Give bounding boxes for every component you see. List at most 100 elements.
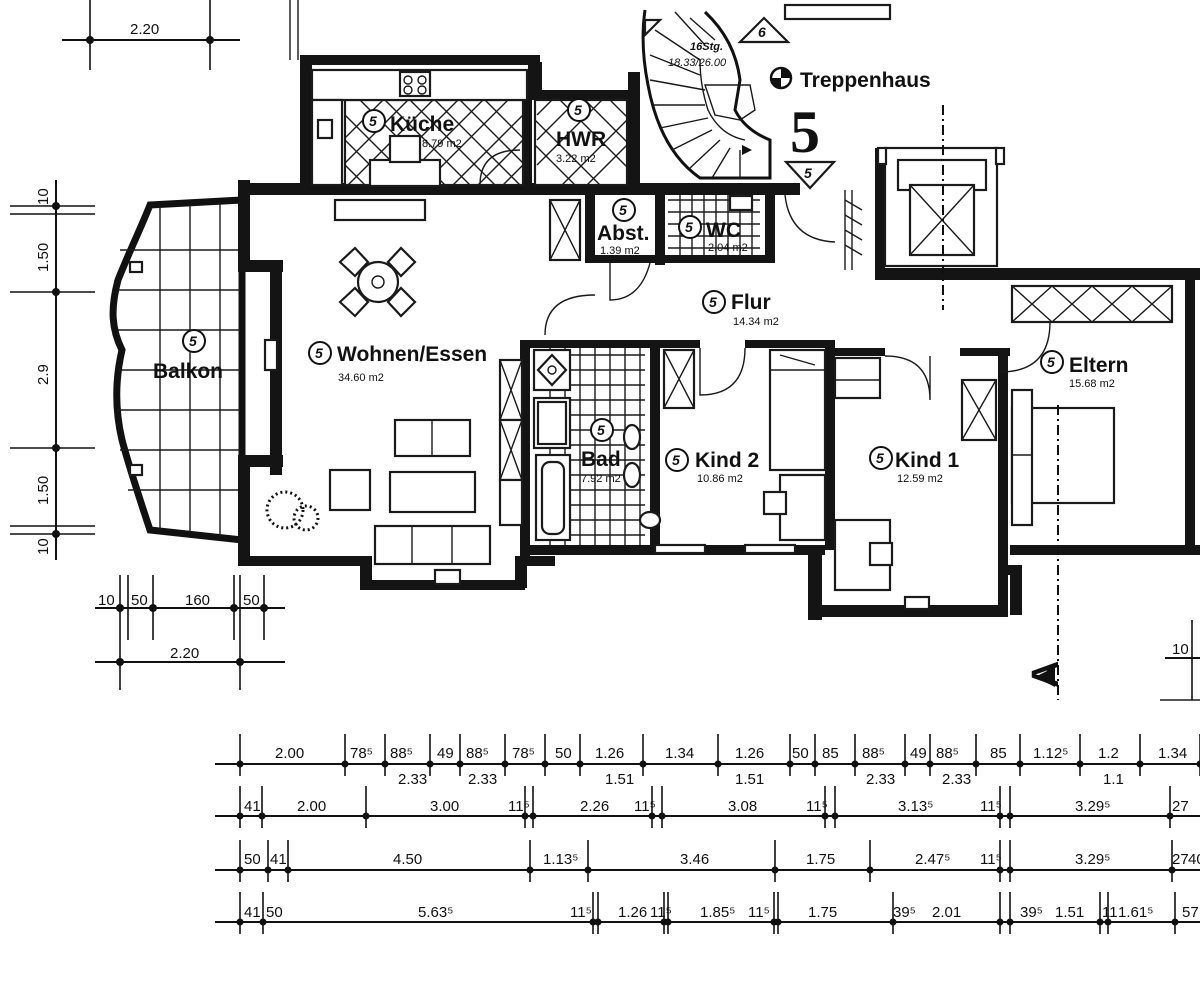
dim-dot	[658, 812, 666, 820]
dim-label: 1.75	[808, 904, 837, 921]
section-mark-a: A	[1025, 661, 1067, 688]
room-area-abst: 1.39 m2	[600, 245, 640, 257]
room-name-balkon: Balkon	[153, 360, 223, 383]
left-bottom-dimensions: 10 50 160 50 2.20	[95, 575, 285, 690]
dim-label: 3.08	[728, 798, 757, 815]
dim-dot	[529, 812, 537, 820]
dim-label: 2.33	[942, 771, 971, 788]
dim-dot	[1168, 866, 1176, 874]
abstellraum: 5 Abst. 1.39 m2	[548, 198, 651, 301]
dim-label: 2.00	[297, 798, 326, 815]
dim-label: 3.13⁵	[898, 798, 933, 815]
eltern: 5 Eltern 15.68 m2	[999, 284, 1174, 700]
room-name-bad: Bad	[581, 448, 621, 471]
dim-label: 1.50	[35, 243, 52, 272]
dim-label: 2.01	[932, 904, 961, 921]
dim-label: 1.26	[735, 745, 764, 762]
dim-dot	[1016, 760, 1024, 768]
room-marker: 5	[672, 452, 680, 468]
dim-label: 3.29⁵	[1075, 851, 1110, 868]
dim-label: 2.33	[866, 771, 895, 788]
room-area-kind2: 10.86 m2	[697, 473, 743, 485]
dim-label: 11⁵	[806, 798, 828, 815]
room-area-kueche: 8.79 m2	[422, 138, 462, 150]
room-name-abst: Abst.	[597, 222, 650, 245]
dim-dot	[541, 760, 549, 768]
dim-label: 88⁵	[466, 745, 489, 762]
dim-label: 3.46	[680, 851, 709, 868]
dim-label: 11⁵	[650, 904, 672, 921]
dim-dot	[866, 866, 874, 874]
dim-label: 57	[1182, 904, 1199, 921]
hallway: 5 Flur 14.34 m2	[702, 290, 779, 328]
dim-dot	[1196, 760, 1200, 768]
dim-label: 11⁵	[634, 798, 656, 815]
room-name-eltern: Eltern	[1069, 354, 1129, 377]
dim-label: 10	[35, 188, 52, 205]
dim-label: 2.47⁵	[915, 851, 950, 868]
balcony: 5 Balkon	[109, 196, 246, 544]
staircase: 16Stg. 18.33/26.00 6 5 Treppenhaus 5	[641, 3, 931, 270]
dim-dot	[589, 918, 597, 926]
dim-label: 39⁵	[893, 904, 916, 921]
dim-label: 39⁵	[1020, 904, 1043, 921]
dim-label: 2.33	[398, 771, 427, 788]
dim-label: 3.00	[430, 798, 459, 815]
dim-dot	[381, 760, 389, 768]
stair-steps: 16Stg.	[690, 41, 723, 53]
dim-label: 1.51	[735, 771, 764, 788]
dim-dot	[236, 866, 244, 874]
dim-dot	[258, 812, 266, 820]
dim-label: 85	[822, 745, 839, 762]
dim-label: 11⁵	[980, 851, 1002, 868]
room-area-wc: 2.04 m2	[708, 242, 748, 254]
dim-label: 78⁵	[350, 745, 373, 762]
top-left-dimension: 2.20	[62, 0, 299, 70]
dim-dot	[264, 866, 272, 874]
dim-dot	[831, 812, 839, 820]
dim-label: 160	[185, 592, 210, 609]
stairwell-number: 5	[790, 99, 820, 165]
dim-label: 1.85⁵	[700, 904, 735, 921]
dim-label: 1.51	[605, 771, 634, 788]
dim-dot	[284, 866, 292, 874]
dim-label: 41	[244, 904, 261, 921]
dim-dot	[996, 812, 1004, 820]
dim-dot	[1171, 918, 1179, 926]
dim-label: 50	[266, 904, 283, 921]
dim-label: 41	[244, 798, 261, 815]
dim-label: 2.20	[130, 21, 159, 38]
kitchen: 5 Küche 8.79 m2	[310, 68, 529, 222]
dim-label: 1.34	[1158, 745, 1187, 762]
dim-dot	[889, 918, 897, 926]
room-marker: 5	[369, 113, 377, 129]
dim-label: 11⁵	[508, 798, 530, 815]
room-marker: 5	[619, 202, 627, 218]
dim-dot	[521, 812, 529, 820]
dim-dot	[901, 760, 909, 768]
dim-label: 3.29⁵	[1075, 798, 1110, 815]
stair-step-size: 18.33/26.00	[668, 57, 727, 69]
dim-dot	[1006, 812, 1014, 820]
dim-label: 78⁵	[512, 745, 535, 762]
dim-label: 50	[243, 592, 260, 609]
dim-label: 1.51	[1055, 904, 1084, 921]
room-area-kind1: 12.59 m2	[897, 473, 943, 485]
dim-label: 2.26	[580, 798, 609, 815]
room-area-flur: 14.34 m2	[733, 316, 779, 328]
dim-label: 2.33	[468, 771, 497, 788]
dim-label: 1.34	[665, 745, 694, 762]
dim-dot	[259, 918, 267, 926]
dim-label: 88⁵	[936, 745, 959, 762]
dim-label: 2.00	[275, 745, 304, 762]
dim-label: 10	[1172, 641, 1189, 658]
room-marker: 5	[597, 422, 605, 438]
dim-dot	[576, 760, 584, 768]
dim-label: 10	[98, 592, 115, 609]
dim-label: 2.9	[35, 364, 52, 385]
room-area-bad: 7.92 m2	[581, 473, 621, 485]
dim-dot	[501, 760, 509, 768]
dim-dot	[786, 760, 794, 768]
dim-dot	[714, 760, 722, 768]
